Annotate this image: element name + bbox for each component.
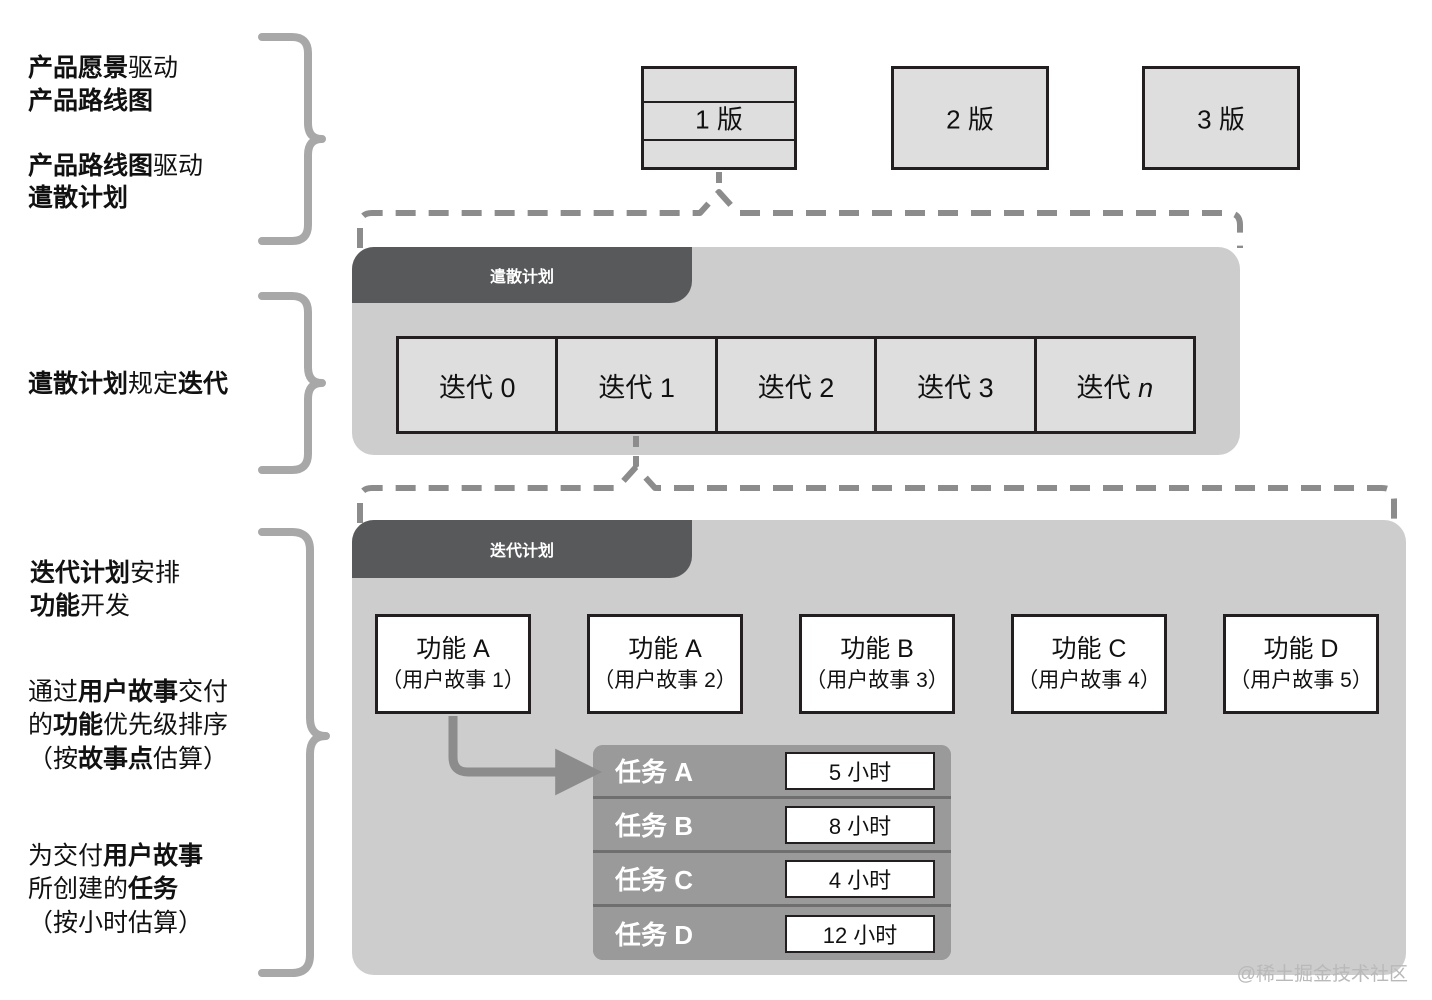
release-box-3-label: 3 版	[1197, 104, 1245, 135]
feature-card-5-title: 功能 D	[1263, 634, 1339, 663]
annotation-1-line2-bold: 产品路线图	[28, 86, 154, 115]
feature-card-4[interactable]: 功能 C （用户故事 4）	[1011, 614, 1167, 714]
task-row-4-name: 任务 D	[615, 920, 694, 950]
task-row-3-name: 任务 C	[615, 865, 694, 895]
task-row[interactable]: 任务 B 8 小时	[593, 799, 951, 853]
annotation-2-mid: 规定	[128, 370, 179, 398]
release-box-2-label: 2 版	[946, 104, 994, 135]
feature-card-3[interactable]: 功能 B （用户故事 3）	[799, 614, 955, 714]
feature-card-2-story: （用户故事 2）	[593, 669, 737, 693]
iteration-plan-header: 迭代计划	[352, 520, 692, 578]
iteration-cell-0-label: 迭代 0	[438, 372, 516, 403]
feature-card-2[interactable]: 功能 A （用户故事 2）	[587, 614, 743, 714]
iteration-cell-0[interactable]: 迭代 0	[399, 339, 559, 431]
feature-card-5-story: （用户故事 5）	[1229, 669, 1373, 693]
task-row-4-estimate: 12 小时	[785, 914, 935, 953]
iteration-cell-1-label: 迭代 1	[598, 372, 675, 403]
annotation-3-mid1: 安排	[130, 559, 181, 587]
annotation-1-line3-rest: 驱动	[153, 151, 204, 180]
annotation-vision-roadmap: 产品愿景驱动产品路线图产品路线图驱动遣散计划	[28, 52, 203, 215]
feature-card-3-story: （用户故事 3）	[805, 669, 949, 693]
feature-card-2-title: 功能 A	[628, 634, 702, 663]
iteration-plan-header-label: 迭代计划	[489, 543, 554, 560]
annotation-1-line1-bold: 产品愿景	[28, 54, 129, 82]
iteration-cell-1[interactable]: 迭代 1	[558, 339, 718, 431]
annotation-iteration-plans-features: 迭代计划安排功能开发	[30, 557, 180, 622]
iteration-cell-2-label: 迭代 2	[757, 372, 835, 403]
task-row-2-name: 任务 B	[615, 811, 694, 841]
task-row-1-name: 任务 A	[615, 757, 694, 787]
annotation-3-bold2: 功能	[30, 591, 81, 620]
watermark: @稀土掘金技术社区	[1236, 964, 1408, 985]
release-plan-header: 遣散计划	[352, 247, 692, 303]
release-box-1-label: 1 版	[695, 104, 743, 135]
brace-icon-middle	[258, 292, 326, 474]
dashed-bracket-release-plan	[357, 189, 1243, 248]
annotation-features-prioritized: 通过用户故事交付的功能优先级排序（按故事点估算）	[28, 678, 229, 773]
iteration-cell-3-label: 迭代 3	[917, 372, 994, 403]
task-row[interactable]: 任务 D 12 小时	[593, 907, 951, 960]
annotation-1-line3-bold: 产品路线图	[28, 151, 154, 180]
iteration-cell-n-label: 迭代 n	[1076, 372, 1154, 403]
task-list: 任务 A 5 小时 任务 B 8 小时 任务 C 4 小时 任务 D 12 小时	[593, 745, 951, 960]
annotation-2-bold1: 遣散计划	[28, 370, 129, 398]
release-plan-header-label: 遣散计划	[489, 269, 554, 286]
iteration-cell-n[interactable]: 迭代 n	[1036, 339, 1194, 431]
iteration-row: 迭代 0 迭代 1 迭代 2 迭代 3 迭代 n	[396, 336, 1196, 434]
dashed-bracket-iteration-plan	[357, 464, 1397, 523]
annotation-3-mid2: 开发	[80, 591, 131, 620]
iteration-cell-3[interactable]: 迭代 3	[877, 339, 1037, 431]
release-box-1[interactable]: 1 版	[641, 66, 797, 170]
feature-card-1-story: （用户故事 1）	[381, 669, 525, 693]
task-row[interactable]: 任务 C 4 小时	[593, 853, 951, 907]
annotation-1-line4-bold: 遣散计划	[28, 184, 129, 212]
release-box-2[interactable]: 2 版	[891, 66, 1049, 170]
feature-card-1-title: 功能 A	[416, 634, 490, 663]
task-row-1-estimate: 5 小时	[785, 751, 935, 790]
annotation-3-bold1: 迭代计划	[30, 559, 131, 587]
annotation-1-line1-rest: 驱动	[128, 54, 179, 82]
task-row[interactable]: 任务 A 5 小时	[593, 745, 951, 799]
brace-icon-bottom	[258, 528, 330, 977]
feature-card-4-title: 功能 C	[1051, 634, 1127, 663]
release-box-3[interactable]: 3 版	[1142, 66, 1300, 170]
release-divider-bottom	[644, 139, 794, 141]
feature-card-1[interactable]: 功能 A （用户故事 1）	[375, 614, 531, 714]
task-row-3-estimate: 4 小时	[785, 859, 935, 898]
iteration-cell-2[interactable]: 迭代 2	[717, 339, 878, 431]
annotation-2-bold2: 迭代	[178, 370, 229, 398]
annotation-release-defines-iteration: 遣散计划规定迭代	[28, 368, 228, 401]
brace-icon-top	[258, 33, 326, 245]
feature-card-3-title: 功能 B	[840, 634, 914, 663]
release-divider-top	[644, 101, 794, 103]
annotation-tasks-for-stories: 为交付用户故事所创建的任务（按小时估算）	[28, 842, 204, 937]
feature-card-5[interactable]: 功能 D （用户故事 5）	[1223, 614, 1379, 714]
feature-card-4-story: （用户故事 4）	[1017, 669, 1161, 693]
task-row-2-estimate: 8 小时	[785, 805, 935, 844]
